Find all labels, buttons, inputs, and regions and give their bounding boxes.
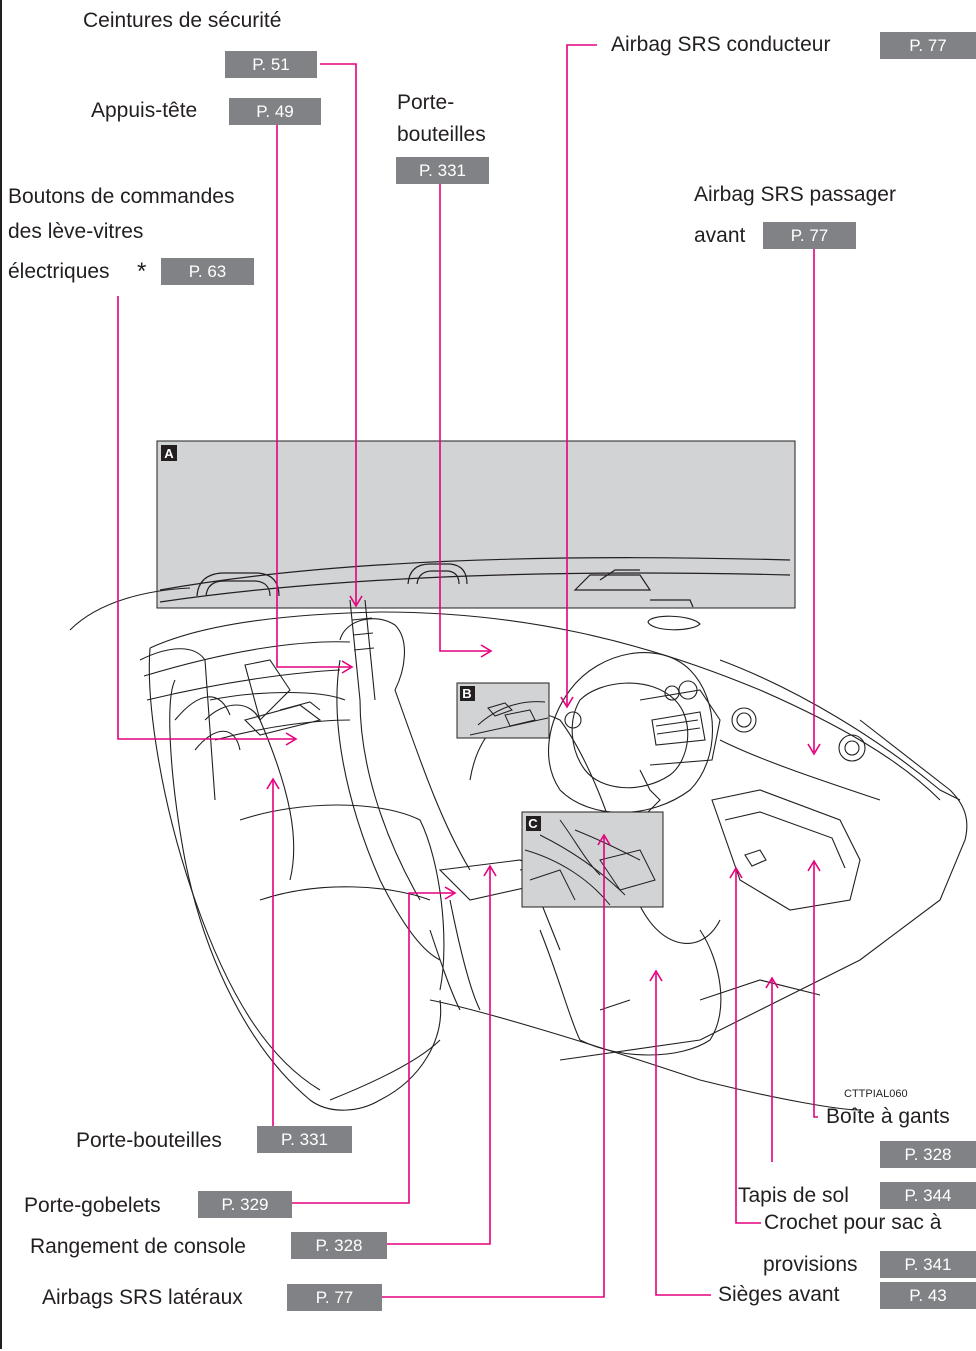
- tapis-sol-label: Tapis de sol: [738, 1184, 849, 1207]
- rangement-console-page-link[interactable]: P. 328: [291, 1232, 387, 1259]
- porte-gobelets-label: Porte-gobelets: [24, 1194, 161, 1217]
- inset-c-label: C: [528, 816, 538, 831]
- figure-code: CTTPIAL060: [844, 1088, 908, 1100]
- airbags-lateraux-page-link[interactable]: P. 77: [287, 1284, 382, 1311]
- inset-a-label: A: [164, 446, 174, 461]
- porte-bouteilles-top-label-1: Porte-: [397, 91, 455, 114]
- appuis-tete-label: Appuis-tête: [91, 99, 198, 122]
- boite-gants-label: Boîte à gants: [826, 1105, 950, 1128]
- crochet-label-1: Crochet pour sac à: [764, 1211, 942, 1234]
- airbag-passager-page-link[interactable]: P. 77: [763, 222, 856, 249]
- ceintures-page-link[interactable]: P. 51: [225, 51, 317, 78]
- boutons-label-1: Boutons de commandes: [8, 185, 235, 208]
- car-interior-drawing: [69, 587, 968, 1111]
- sieges-avant-page-link[interactable]: P. 43: [880, 1282, 976, 1309]
- boutons-label-2: des lève-vitres: [8, 220, 144, 243]
- porte-gobelets-page-link[interactable]: P. 329: [198, 1191, 292, 1218]
- inset-b-label: B: [462, 686, 471, 701]
- airbags-lateraux-label: Airbags SRS latéraux: [42, 1286, 243, 1309]
- tapis-sol-page-link[interactable]: P. 344: [880, 1182, 976, 1209]
- boutons-label-3: électriques: [8, 260, 110, 283]
- appuis-tete-page-link[interactable]: P. 49: [229, 98, 321, 125]
- airbag-passager-label-1: Airbag SRS passager: [694, 183, 896, 206]
- porte-bouteilles-bottom-label: Porte-bouteilles: [76, 1129, 222, 1152]
- porte-bouteilles-bottom-page-link[interactable]: P. 331: [257, 1126, 352, 1153]
- crochet-label-2: provisions: [763, 1253, 858, 1276]
- rangement-console-label: Rangement de console: [30, 1235, 246, 1258]
- airbag-passager-label-2: avant: [694, 224, 746, 247]
- boite-gants-page-link[interactable]: P. 328: [880, 1141, 976, 1168]
- leader-lines: [117, 44, 818, 1298]
- boutons-page-link[interactable]: P. 63: [161, 258, 254, 285]
- asterisk-mark: *: [137, 258, 147, 285]
- crochet-page-link[interactable]: P. 341: [880, 1251, 976, 1278]
- ceintures-label: Ceintures de sécurité: [83, 9, 282, 32]
- porte-bouteilles-top-page-link[interactable]: P. 331: [396, 157, 489, 184]
- inset-a-box: [156, 440, 796, 609]
- sieges-avant-label: Sièges avant: [718, 1283, 840, 1306]
- inset-c-box: [521, 811, 664, 908]
- airbag-conducteur-label: Airbag SRS conducteur: [611, 33, 831, 56]
- porte-bouteilles-top-label-2: bouteilles: [397, 123, 486, 146]
- airbag-conducteur-page-link[interactable]: P. 77: [880, 32, 976, 59]
